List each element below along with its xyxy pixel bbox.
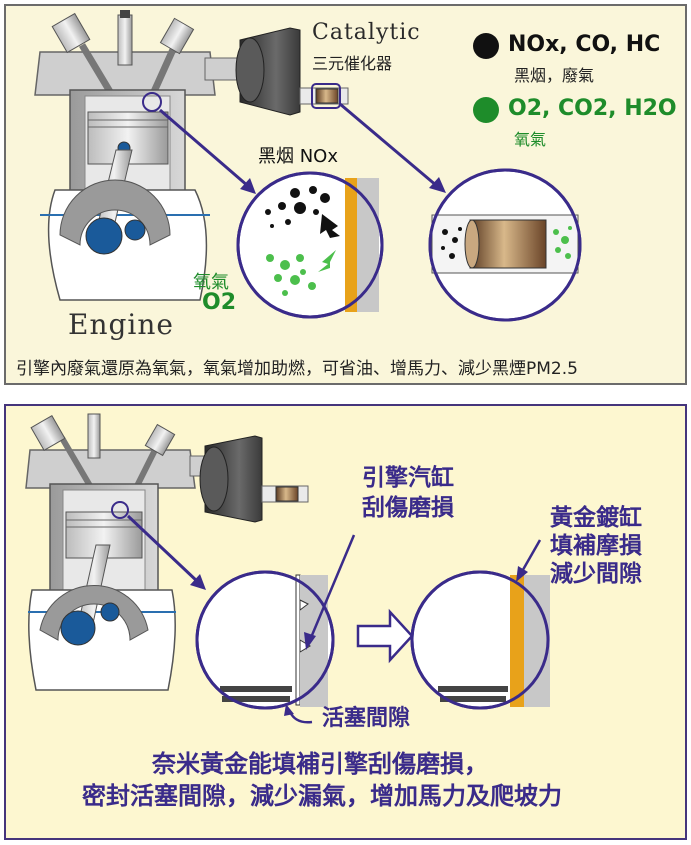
catalytic-converter-bottom <box>199 435 309 523</box>
oxygen-formula: O2 <box>202 290 237 315</box>
top-caption: 引擎內廢氣還原為氧氣，氧氣增加助燃，可省油、增馬力、減少黑煙PM2.5 <box>16 359 578 379</box>
oxygen-particles <box>266 254 316 296</box>
bottom-caption-line1: 奈米黃金能填補引擎刮傷磨損， <box>152 749 488 778</box>
piston-gap-label: 活塞間隙 <box>322 705 411 731</box>
engine-illustration-top <box>34 10 256 301</box>
scratch-label-line1: 引擎汽缸 <box>362 464 454 491</box>
legend-black-sub: 黑烟，廢氣 <box>514 66 595 85</box>
gold-label-line1: 黃金鍍缸 <box>550 504 642 531</box>
legend-green-dot <box>473 97 499 123</box>
zoom-arrow-bottom <box>126 514 206 590</box>
engine-illustration-bottom <box>25 413 231 691</box>
catalytic-converter <box>235 27 349 116</box>
bottom-caption-line2: 密封活塞間隙，減少漏氣，增加馬力及爬坡力 <box>82 781 562 810</box>
scratch-label-line2: 刮傷磨損 <box>362 494 454 521</box>
legend-green-sub: 氧氣 <box>514 130 547 149</box>
legend-black-dot <box>473 33 499 59</box>
engine-label: Engine <box>68 308 174 341</box>
oxygen-label: 氧氣 <box>193 272 229 293</box>
soot-particles <box>265 186 330 228</box>
zoom-arrow-catalytic <box>339 102 446 193</box>
catalytic-title: Catalytic <box>312 20 421 45</box>
zoom-circle-catalytic-interior <box>428 168 582 322</box>
legend-black-label: NOx, CO, HC <box>508 32 661 57</box>
gold-label-line3: 減少間隙 <box>550 560 642 587</box>
spark-plug <box>117 10 133 66</box>
transition-arrow <box>356 608 414 664</box>
catalytic-subtitle: 三元催化器 <box>312 54 393 73</box>
zoom-circle-gold-wall <box>410 539 550 710</box>
zoom-circle-scratched-wall <box>195 534 356 724</box>
gold-label-line2: 填補摩損 <box>550 532 642 559</box>
zoom-arrow-cylinder <box>159 108 256 194</box>
zoom-circle-cylinder-wall <box>236 171 384 319</box>
zoom-label-soot-nox: 黑烟 NOx <box>258 146 339 167</box>
legend-green-label: O2, CO2, H2O <box>508 96 677 121</box>
